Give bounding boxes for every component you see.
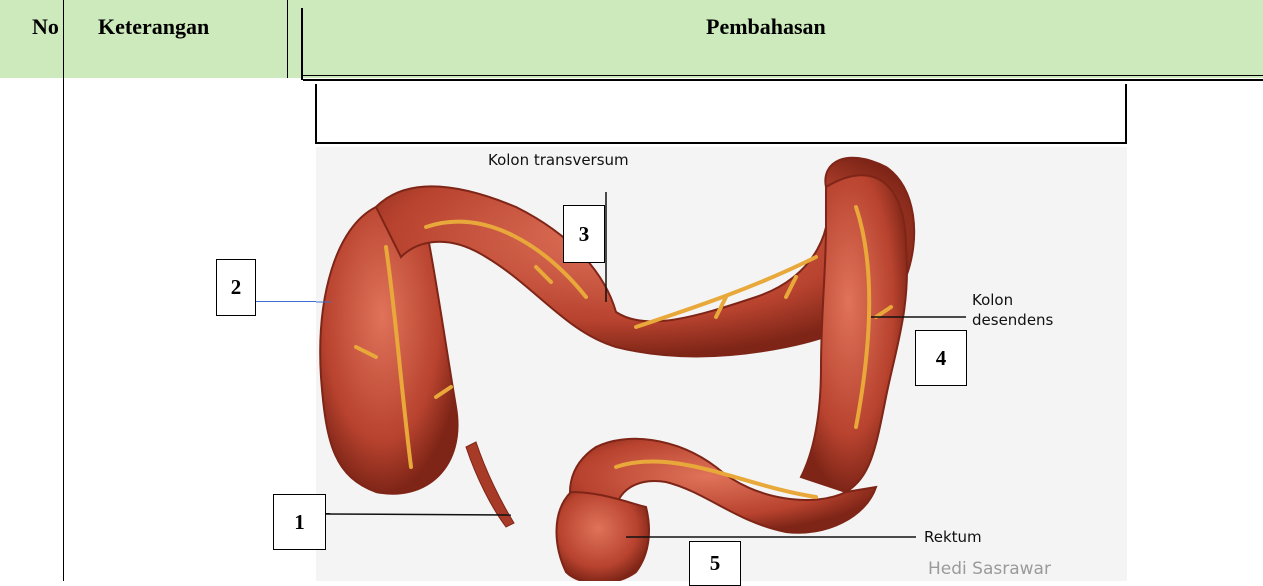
number-box-4: 4 bbox=[915, 330, 967, 386]
leader-1 bbox=[326, 514, 511, 515]
header-keterangan: Keterangan bbox=[98, 14, 209, 40]
label-rektum: Rektum bbox=[924, 528, 982, 546]
large-intestine-illustration: Kolon transversum Kolon desendens Rektum… bbox=[316, 147, 1127, 581]
leader-1-extension bbox=[326, 513, 330, 514]
number-box-1: 1 bbox=[273, 494, 326, 550]
column-divider-3 bbox=[301, 8, 303, 80]
header-pembahasan: Pembahasan bbox=[706, 14, 826, 40]
column-divider-1 bbox=[63, 0, 64, 581]
empty-frame bbox=[315, 84, 1127, 144]
column-divider-2 bbox=[287, 0, 288, 78]
number-box-3: 3 bbox=[563, 205, 605, 263]
large-intestine-image: Kolon transversum Kolon desendens Rektum… bbox=[316, 147, 1127, 581]
number-box-2: 2 bbox=[216, 259, 256, 316]
label-desendens: desendens bbox=[972, 311, 1054, 329]
leader-2-extension bbox=[256, 301, 316, 302]
header-bottom-rule-1 bbox=[303, 75, 1263, 76]
label-kolon-transversum: Kolon transversum bbox=[488, 151, 629, 169]
header-no: No bbox=[32, 14, 59, 40]
header-bottom-rule-2 bbox=[303, 79, 1263, 81]
watermark: Hedi Sasrawar bbox=[928, 559, 1051, 579]
label-kolon: Kolon bbox=[972, 291, 1013, 309]
number-box-5: 5 bbox=[689, 541, 741, 586]
